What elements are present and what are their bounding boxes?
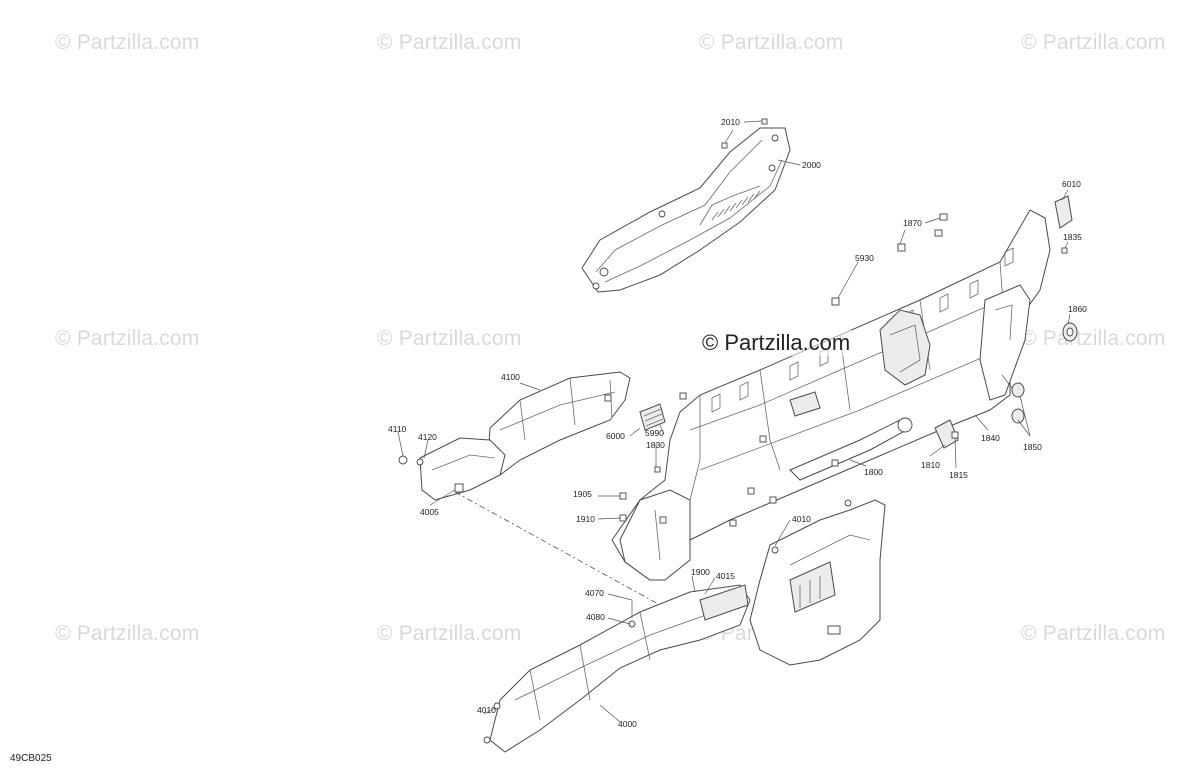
center-watermark: © Partzilla.com xyxy=(700,330,853,356)
callout-4070[interactable]: 4070 xyxy=(585,588,604,598)
guide-line xyxy=(454,491,661,606)
watermark: © Partzilla.com xyxy=(377,622,522,645)
callout-1810[interactable]: 1810 xyxy=(921,460,940,470)
part-1860-grommet[interactable] xyxy=(1062,322,1078,342)
watermark: © Partzilla.com xyxy=(377,327,522,350)
callout-1900[interactable]: 1900 xyxy=(691,567,710,577)
callout-1850[interactable]: 1850 xyxy=(1023,442,1042,452)
callout-5930[interactable]: 5930 xyxy=(855,253,874,263)
part-1800-rear-panel[interactable] xyxy=(611,209,1051,581)
part-4000-duct-lower[interactable] xyxy=(483,584,751,753)
part-1850-rollers[interactable] xyxy=(1011,382,1025,424)
callout-4015[interactable]: 4015 xyxy=(716,571,735,581)
watermark: © Partzilla.com xyxy=(1021,31,1166,54)
watermark: © Partzilla.com xyxy=(1021,327,1166,350)
part-1810-switch-module[interactable] xyxy=(934,419,959,449)
watermark: © Partzilla.com xyxy=(1021,622,1166,645)
callout-6000[interactable]: 6000 xyxy=(606,431,625,441)
callout-4010[interactable]: 4010 xyxy=(792,514,811,524)
callout-1830[interactable]: 1830 xyxy=(646,440,665,450)
watermark: © Partzilla.com xyxy=(55,31,200,54)
diagram-id: 49CB025 xyxy=(10,753,52,764)
callout-1870[interactable]: 1870 xyxy=(903,218,922,228)
callout-4000[interactable]: 4000 xyxy=(618,719,637,729)
callout-1910[interactable]: 1910 xyxy=(576,514,595,524)
callout-1840[interactable]: 1840 xyxy=(981,433,1000,443)
callout-5990[interactable]: 5990 xyxy=(645,428,664,438)
callout-2000[interactable]: 2000 xyxy=(802,160,821,170)
part-6010-bracket[interactable] xyxy=(1054,195,1073,229)
callout-4080[interactable]: 4080 xyxy=(586,612,605,622)
callout-4010[interactable]: 4010 xyxy=(477,705,496,715)
watermark: © Partzilla.com xyxy=(55,327,200,350)
callout-2010[interactable]: 2010 xyxy=(721,117,740,127)
part-2000-rail-trim[interactable] xyxy=(581,127,791,293)
callout-1835[interactable]: 1835 xyxy=(1063,232,1082,242)
part-5990-vent[interactable] xyxy=(639,403,666,431)
part-4100-duct-upper[interactable] xyxy=(398,371,631,501)
callout-4110[interactable]: 4110 xyxy=(388,424,407,434)
callout-6010[interactable]: 6010 xyxy=(1062,179,1081,189)
callout-4100[interactable]: 4100 xyxy=(501,372,520,382)
callout-1800[interactable]: 1800 xyxy=(864,467,883,477)
callout-1860[interactable]: 1860 xyxy=(1068,304,1087,314)
callout-4120[interactable]: 4120 xyxy=(418,432,437,442)
callout-1905[interactable]: 1905 xyxy=(573,489,592,499)
leader-lines xyxy=(397,120,1071,723)
watermark: © Partzilla.com xyxy=(55,622,200,645)
watermark: © Partzilla.com xyxy=(377,31,522,54)
callout-4005[interactable]: 4005 xyxy=(420,507,439,517)
watermark: © Partzilla.com xyxy=(699,31,844,54)
fasteners-upper[interactable] xyxy=(654,118,1068,473)
callout-1815[interactable]: 1815 xyxy=(949,470,968,480)
part-4010-duct-right[interactable] xyxy=(749,499,886,666)
